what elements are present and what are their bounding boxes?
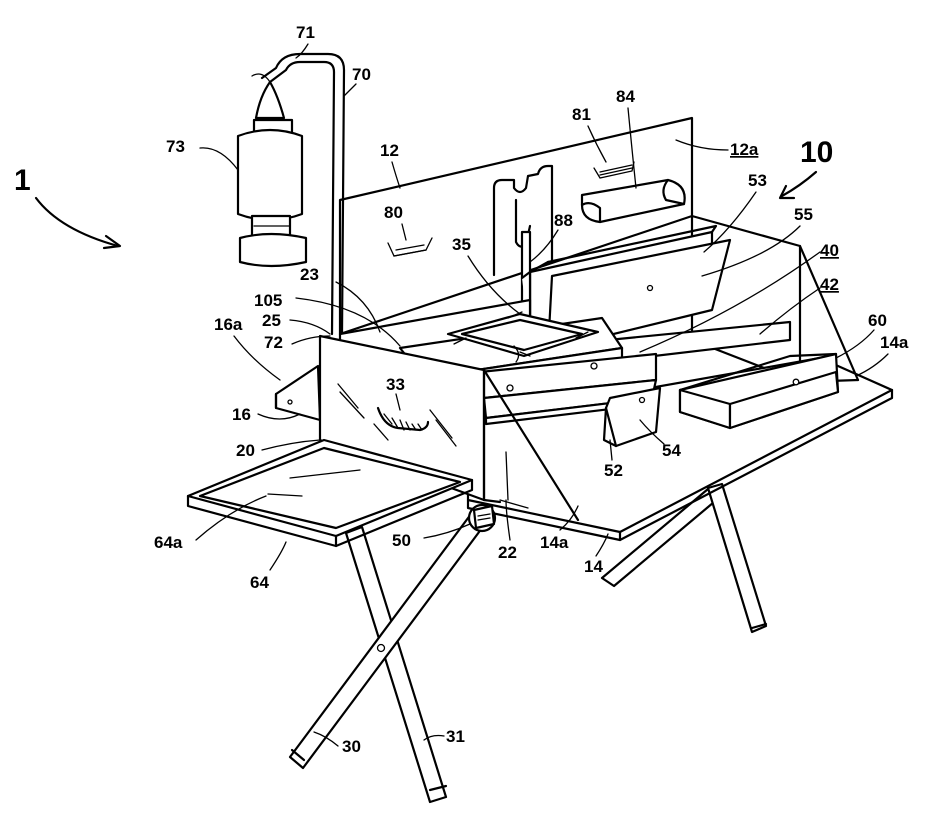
label-10: 10 — [800, 136, 833, 169]
label-55: 55 — [794, 205, 813, 224]
lantern-pole-70 — [251, 52, 346, 336]
label-23: 23 — [300, 265, 319, 284]
label-14a-center: 14a — [540, 533, 569, 552]
label-64: 64 — [250, 573, 269, 592]
label-70: 70 — [352, 65, 371, 84]
label-50: 50 — [392, 531, 411, 550]
label-73: 73 — [166, 137, 185, 156]
label-60: 60 — [868, 311, 887, 330]
label-88: 88 — [554, 211, 573, 230]
label-22: 22 — [498, 543, 517, 562]
label-35: 35 — [452, 235, 471, 254]
label-30: 30 — [342, 737, 361, 756]
label-31: 31 — [446, 727, 465, 746]
label-105: 105 — [254, 291, 282, 310]
label-33: 33 — [386, 375, 405, 394]
label-54: 54 — [662, 441, 681, 460]
label-14a-right: 14a — [880, 333, 909, 352]
lantern-73 — [236, 80, 308, 268]
label-16: 16 — [232, 405, 251, 424]
label-20: 20 — [236, 441, 255, 460]
label-14: 14 — [584, 557, 603, 576]
label-12a: 12a — [730, 140, 759, 159]
back-panel-12 — [338, 116, 694, 336]
label-71: 71 — [296, 23, 315, 42]
label-16a: 16a — [214, 315, 243, 334]
bin-flap-54 — [602, 386, 662, 448]
reference-labels: 1 10 71 70 73 12 80 81 84 12a 53 55 40 4… — [14, 23, 909, 756]
label-1: 1 — [14, 164, 31, 197]
label-53: 53 — [748, 171, 767, 190]
label-12: 12 — [380, 141, 399, 160]
drawer-60 — [678, 352, 840, 430]
front-left-panel — [274, 334, 509, 533]
rear-legs — [600, 482, 768, 634]
label-80: 80 — [384, 203, 403, 222]
side-table-64 — [186, 438, 474, 548]
front-leg-31 — [344, 525, 448, 804]
label-52: 52 — [604, 461, 623, 480]
label-42: 42 — [820, 275, 839, 294]
label-40: 40 — [820, 241, 839, 260]
label-64a: 64a — [154, 533, 183, 552]
label-84: 84 — [616, 87, 635, 106]
label-72: 72 — [264, 333, 283, 352]
label-25: 25 — [262, 311, 281, 330]
label-81: 81 — [572, 105, 591, 124]
